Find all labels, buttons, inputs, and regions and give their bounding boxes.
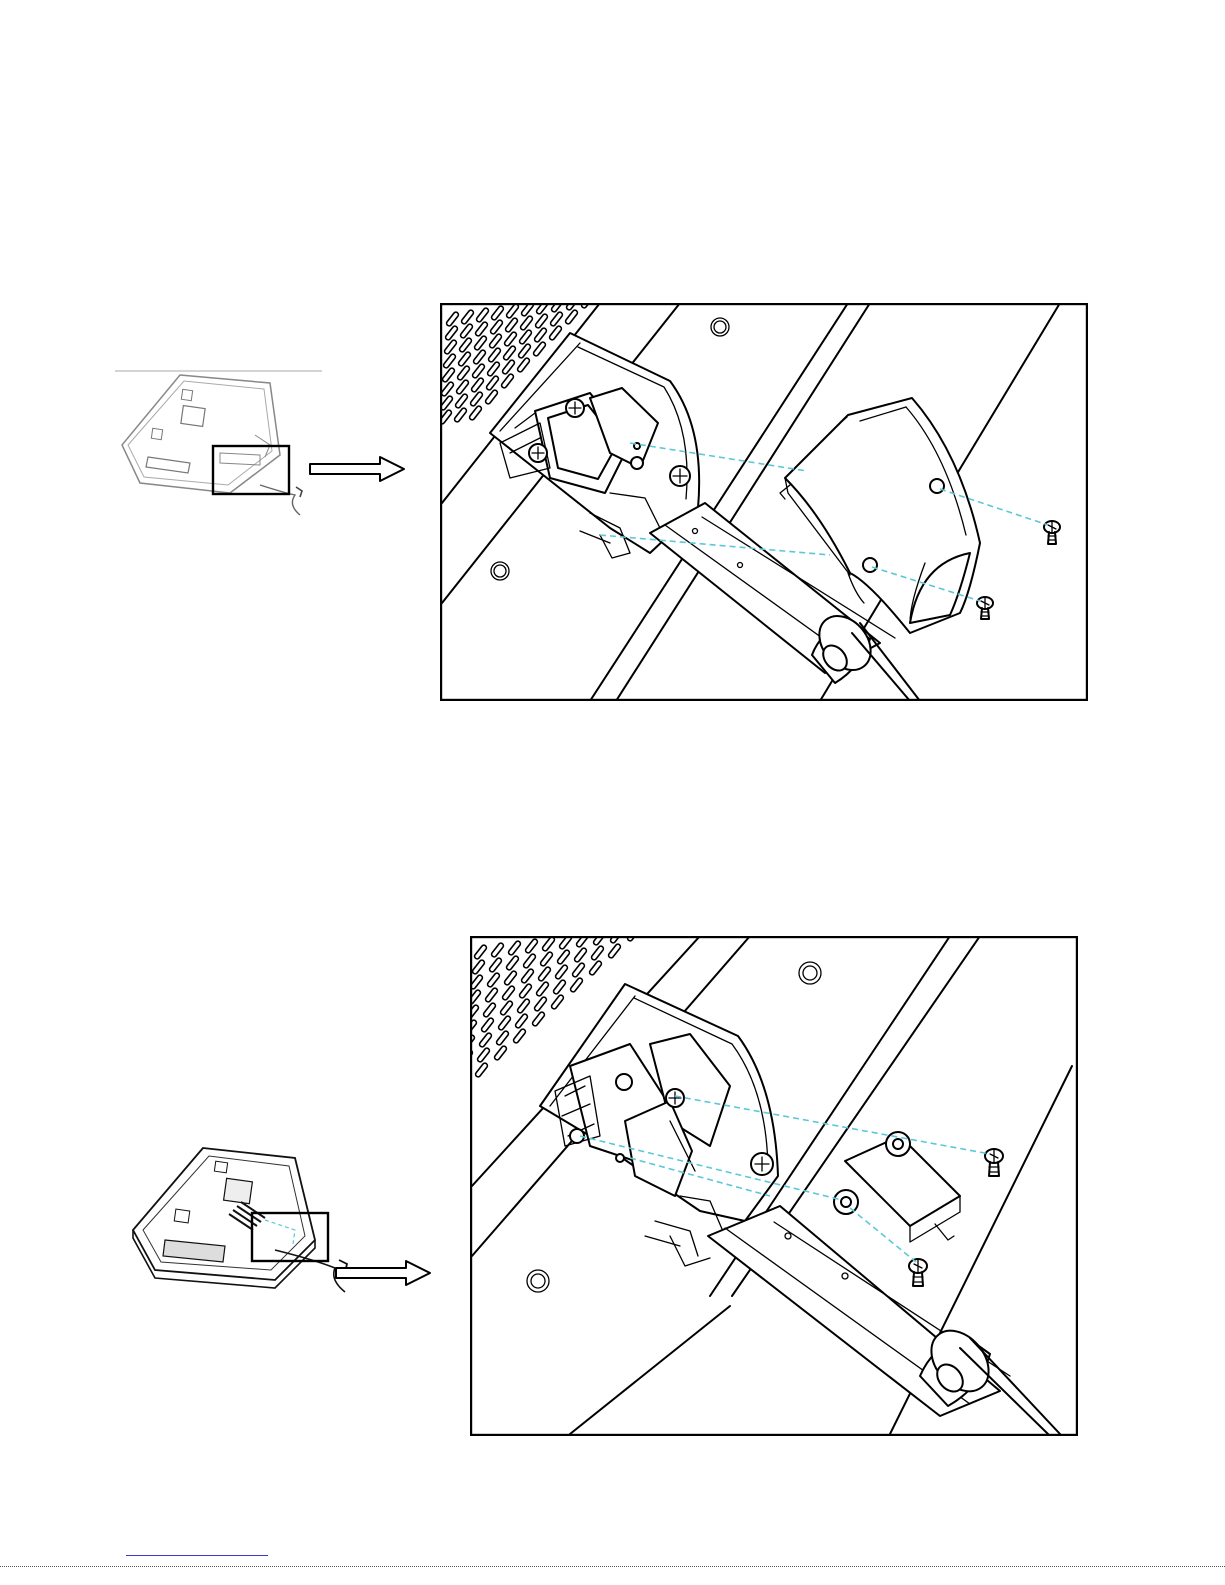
vent-slot <box>488 347 502 363</box>
vent-slot <box>519 983 533 999</box>
vent-slot <box>555 964 569 980</box>
vent-slot <box>501 373 515 389</box>
vent-slot <box>536 981 550 997</box>
footer-rule <box>126 1555 268 1556</box>
vent-slot <box>471 377 485 393</box>
vent-slot <box>456 379 470 395</box>
vent-slot <box>500 1000 514 1016</box>
vent-slot <box>608 943 622 959</box>
vent-slot <box>489 957 503 973</box>
vent-slot <box>574 947 588 963</box>
vent-slot <box>572 962 586 978</box>
vent-slot <box>470 391 484 407</box>
footer-dotted-rule <box>0 1566 1225 1567</box>
vent-slot <box>504 331 518 347</box>
vent-slot <box>540 951 554 967</box>
vent-slot <box>457 365 471 381</box>
vent-slot <box>591 945 605 961</box>
vent-slot <box>553 979 567 995</box>
figure-2 <box>0 900 1225 1460</box>
vent-slot <box>487 972 501 988</box>
vent-slot <box>459 337 473 353</box>
vent-slot <box>479 1032 493 1048</box>
vent-slot <box>458 351 472 367</box>
vent-slot <box>518 343 532 359</box>
vent-slot <box>474 335 488 351</box>
vent-slot <box>521 968 535 984</box>
vent-slot <box>474 944 488 960</box>
vent-slot <box>565 309 579 325</box>
vent-slot <box>549 325 563 341</box>
vent-slot <box>519 329 533 345</box>
vent-slot <box>515 1013 529 1029</box>
vent-slot <box>485 987 499 1003</box>
vent-slot <box>551 994 565 1010</box>
vent-slot <box>542 936 556 952</box>
vent-slot <box>532 1011 546 1027</box>
vent-slot <box>533 341 547 357</box>
vent-slot <box>520 315 534 331</box>
vent-slot <box>502 359 516 375</box>
outline-arrow-icon-2 <box>334 1258 434 1288</box>
vent-slot <box>502 985 516 1001</box>
outline-arrow-icon-1 <box>308 454 408 484</box>
vent-slot <box>485 389 499 405</box>
vent-slot <box>538 966 552 982</box>
vent-slot <box>443 353 457 369</box>
vent-slot <box>535 313 549 329</box>
vent-slot <box>486 375 500 391</box>
vent-slot <box>491 305 505 321</box>
detail-view-2 <box>470 936 1078 1436</box>
vent-slot <box>455 393 469 409</box>
vent-slot <box>441 381 455 397</box>
vent-slot <box>444 339 458 355</box>
vent-slot <box>534 327 548 343</box>
vent-slot <box>454 407 468 423</box>
vent-slot <box>475 1062 489 1078</box>
vent-slot <box>550 311 564 327</box>
vent-slot <box>523 953 537 969</box>
vent-slot <box>472 959 486 975</box>
vent-slot <box>491 942 505 958</box>
vent-slot <box>498 1015 512 1031</box>
vent-slot <box>496 1030 510 1046</box>
vent-slot <box>481 1017 495 1033</box>
monitor-thumbnail-2 <box>125 1140 365 1305</box>
vent-slot <box>490 319 504 335</box>
vent-slot <box>442 367 456 383</box>
vent-slot <box>589 960 603 976</box>
vent-slot <box>483 1002 497 1018</box>
vent-slot <box>469 405 483 421</box>
vent-slot <box>477 1047 491 1063</box>
vent-slot <box>517 357 531 373</box>
vent-slot <box>517 998 531 1014</box>
vent-slot <box>503 345 517 361</box>
vent-slot <box>473 349 487 365</box>
vent-slot <box>476 307 490 323</box>
screw-icon <box>977 521 1060 619</box>
vent-slot <box>504 970 518 986</box>
vent-slot <box>461 309 475 325</box>
vent-slot <box>475 321 489 337</box>
vent-slot <box>460 323 474 339</box>
vent-slot <box>513 1028 527 1044</box>
vent-slot <box>446 311 460 327</box>
figure-1 <box>0 0 1225 720</box>
vent-slot <box>508 940 522 956</box>
vent-slot <box>525 938 539 954</box>
vent-slot <box>534 996 548 1012</box>
monitor-thumbnail-1 <box>110 365 330 525</box>
vent-slot <box>570 977 584 993</box>
vent-slot <box>445 325 459 341</box>
vent-slot <box>487 361 501 377</box>
vent-slot <box>494 1045 508 1061</box>
vent-slot <box>506 955 520 971</box>
vent-slot <box>489 333 503 349</box>
detail-view-1 <box>440 303 1088 701</box>
vent-slot <box>472 363 486 379</box>
vent-slot <box>506 303 520 319</box>
vent-slot <box>505 317 519 333</box>
vent-slot <box>557 949 571 965</box>
